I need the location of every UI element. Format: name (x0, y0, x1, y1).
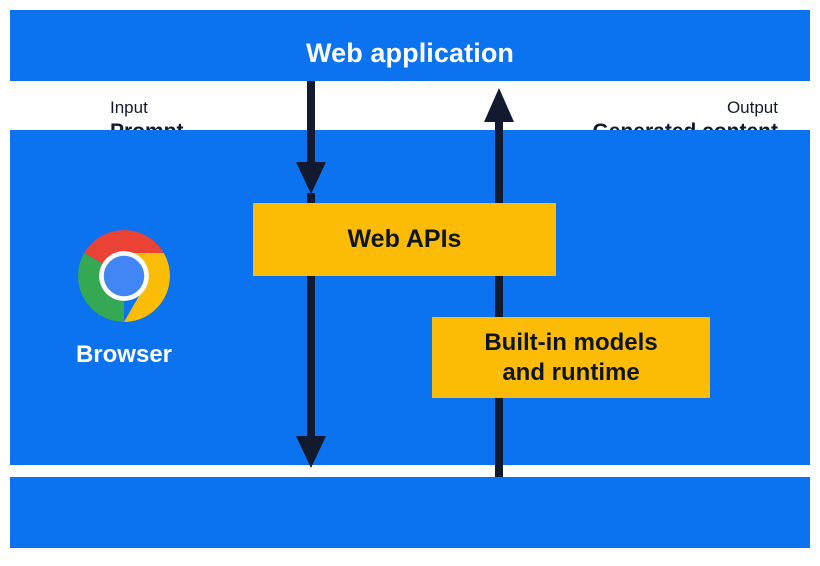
output-arrow-head (484, 88, 514, 122)
input-arrow-stem-upper (307, 81, 315, 165)
layer-web-application-label: Web application (305, 38, 515, 68)
component-web-apis-label: Web APIs (347, 225, 462, 254)
layer-web-application: Web application (10, 10, 810, 81)
component-built-in-models-line2: and runtime (502, 358, 640, 386)
input-arrow-head-lower (296, 436, 326, 468)
component-built-in-models[interactable]: Built-in models and runtime (432, 317, 710, 398)
layer-browser-label: Browser (75, 341, 173, 368)
component-web-apis[interactable]: Web APIs (253, 203, 556, 276)
flow-output-caption: Output (726, 98, 778, 117)
layer-local-hardware: Local hardware (CPU / GPU / NPU) (10, 477, 810, 548)
flow-input-caption: Input (110, 98, 148, 117)
component-built-in-models-line1: Built-in models (484, 329, 658, 357)
chrome-logo (78, 230, 170, 322)
input-arrow-head-upper (296, 162, 326, 194)
output-arrow-stem (495, 120, 503, 478)
input-arrow-stem-lower (307, 193, 315, 437)
component-built-in-models-label: Built-in models and runtime (484, 328, 657, 387)
